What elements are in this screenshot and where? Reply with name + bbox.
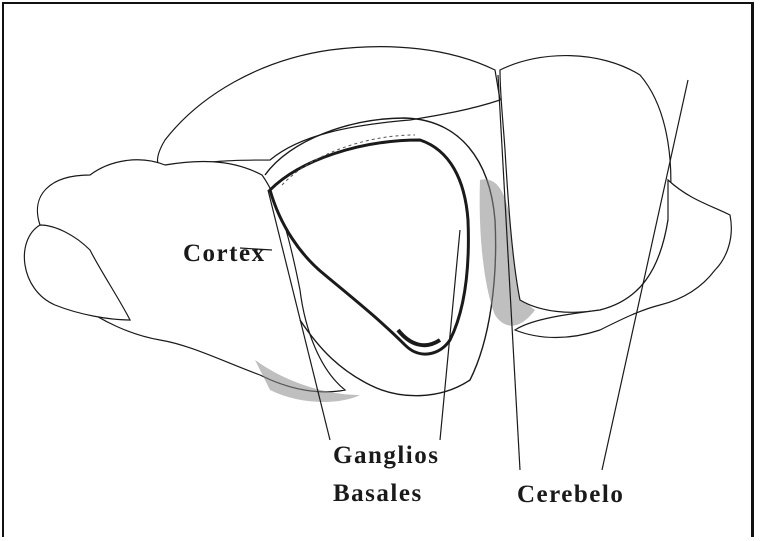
label-cerebelo: Cerebelo (517, 481, 624, 509)
label-basales: Basales (333, 480, 423, 508)
label-cortex: Cortex (183, 240, 266, 268)
cerebellum-region (500, 56, 731, 338)
label-ganglios: Ganglios (333, 442, 439, 470)
